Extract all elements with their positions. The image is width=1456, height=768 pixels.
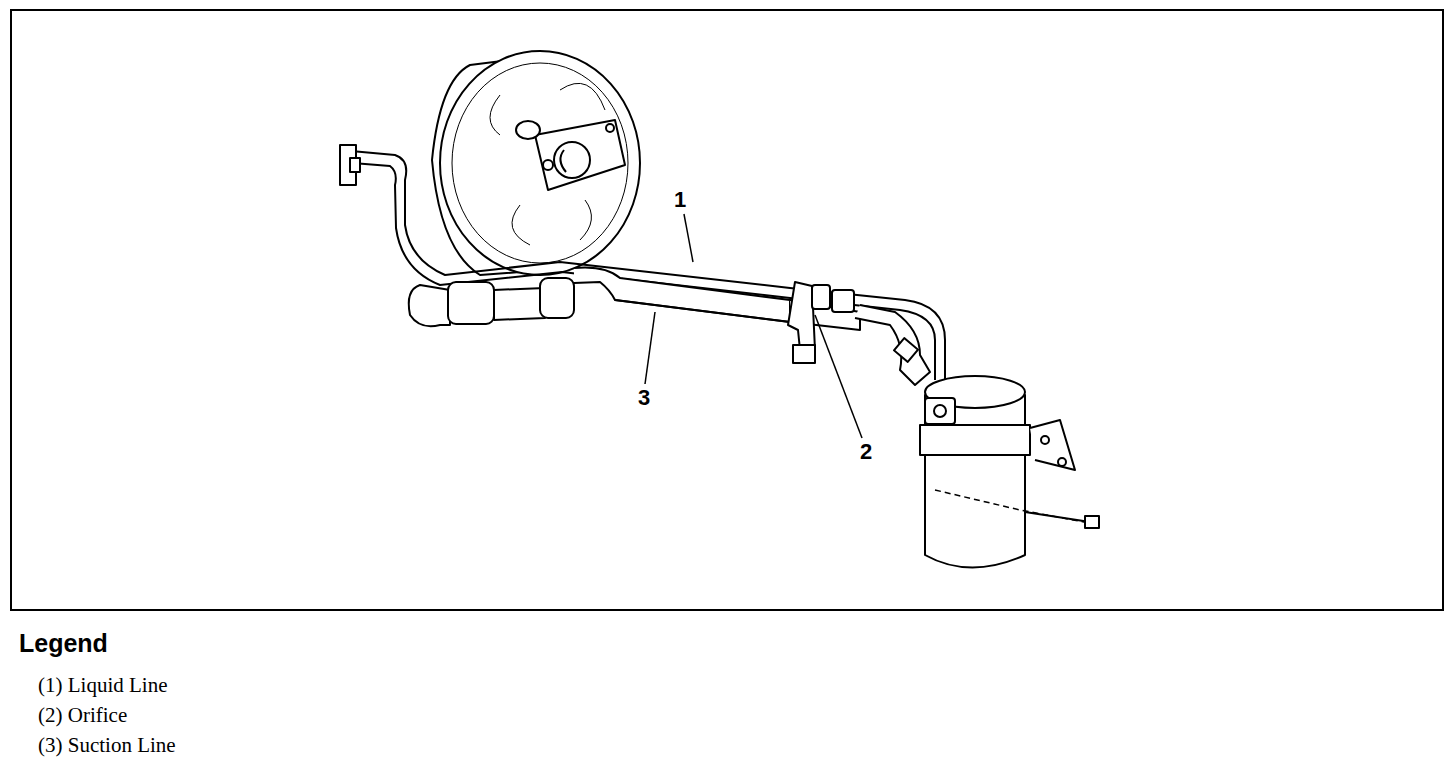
legend-entry: (3) Suction Line — [38, 734, 176, 757]
suction-line — [409, 267, 930, 385]
orifice-fitting — [788, 282, 918, 363]
brake-booster — [432, 51, 640, 275]
legend-heading: Legend — [19, 630, 108, 658]
legend-entry: (2) Orifice — [38, 704, 127, 727]
callout-number: 3 — [636, 386, 652, 410]
liquid-line — [340, 145, 945, 380]
accumulator — [920, 376, 1100, 568]
callout-number: 1 — [672, 188, 688, 212]
legend-entry: (1) Liquid Line — [38, 674, 167, 697]
frame-border — [11, 10, 1443, 610]
leader-lines — [645, 214, 862, 438]
callout-number: 2 — [858, 440, 874, 464]
